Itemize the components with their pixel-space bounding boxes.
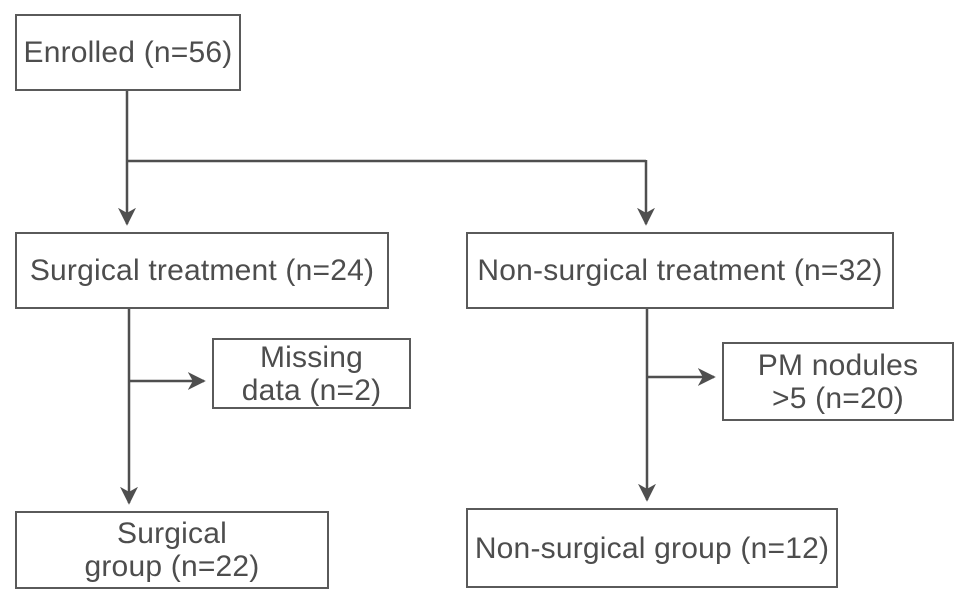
node-surgical-group: Surgical group (n=22) (15, 511, 329, 589)
node-missing-data: Missing data (n=2) (212, 338, 411, 409)
node-enrolled: Enrolled (n=56) (15, 14, 241, 91)
node-surgical-treatment: Surgical treatment (n=24) (15, 232, 389, 309)
node-non-surgical-treatment: Non-surgical treatment (n=32) (466, 232, 894, 309)
node-pm-nodules: PM nodules >5 (n=20) (722, 342, 954, 421)
node-non-surgical-group: Non-surgical group (n=12) (466, 508, 838, 588)
